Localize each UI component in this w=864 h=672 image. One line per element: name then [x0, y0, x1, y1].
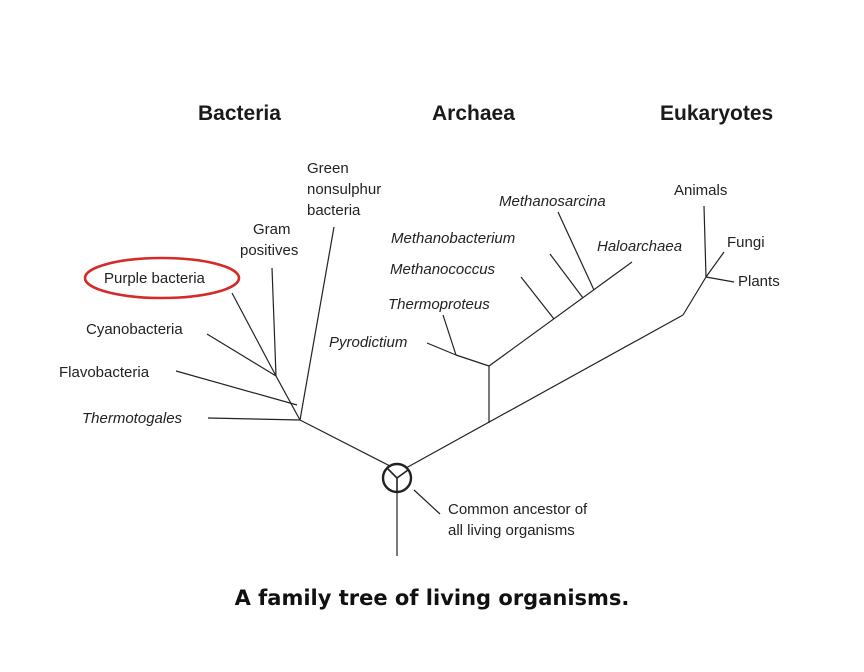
branch-purple-bacteria	[231, 292, 277, 377]
label-purple-bacteria: Purple bacteria	[104, 270, 206, 287]
ancestor-pointer-line	[413, 489, 441, 515]
label-thermotogales: Thermotogales	[82, 410, 183, 427]
branch-plants	[705, 276, 735, 283]
archaea-eukarya-branch	[405, 314, 684, 469]
label-methanobacterium: Methanobacterium	[391, 230, 515, 247]
label-green-line2: nonsulphur	[307, 181, 381, 198]
branch-thermoproteus	[442, 314, 457, 356]
label-haloarchaea: Haloarchaea	[597, 238, 682, 255]
branch-haloarchaea	[488, 261, 633, 367]
tree-branches	[175, 205, 735, 556]
label-ancestor-line2: all living organisms	[448, 522, 575, 539]
eukarya-stem	[682, 276, 707, 316]
label-gram-line1: Gram	[253, 221, 291, 238]
branch-thermotogales	[207, 417, 301, 421]
label-ancestor-line1: Common ancestor of	[448, 501, 588, 518]
label-fungi: Fungi	[727, 234, 765, 251]
label-flavobacteria: Flavobacteria	[59, 364, 150, 381]
label-animals: Animals	[674, 182, 727, 199]
label-thermoproteus: Thermoproteus	[388, 296, 490, 313]
archaea-lower-stub	[455, 354, 490, 367]
branch-pyrodictium	[426, 342, 457, 356]
branch-fungi	[705, 251, 725, 278]
branch-bacteria-inner	[275, 375, 301, 421]
domain-eukaryotes: Eukaryotes	[660, 102, 773, 125]
common-ancestor-node	[381, 462, 413, 494]
figure-caption: A family tree of living organisms.	[235, 586, 630, 610]
label-cyanobacteria: Cyanobacteria	[86, 321, 183, 338]
domain-bacteria: Bacteria	[198, 102, 281, 125]
bacteria-main-branch	[299, 419, 391, 467]
domain-archaea: Archaea	[432, 102, 515, 125]
branch-gram-positives	[271, 267, 277, 377]
label-green-line3: bacteria	[307, 202, 361, 219]
label-pyrodictium: Pyrodictium	[329, 334, 407, 351]
label-plants: Plants	[738, 273, 780, 290]
label-methanococcus: Methanococcus	[390, 261, 496, 278]
branch-cyanobacteria	[206, 333, 277, 377]
branch-methanosarcina	[557, 211, 595, 291]
branch-green-nonsulphur	[299, 226, 335, 421]
label-gram-line2: positives	[240, 242, 298, 259]
label-green-line1: Green	[307, 160, 349, 177]
label-methanosarcina: Methanosarcina	[499, 193, 606, 210]
branch-methanococcus	[520, 276, 555, 320]
highlight-ellipse	[83, 256, 241, 300]
branch-animals	[703, 205, 707, 278]
branch-flavobacteria	[175, 370, 298, 406]
branch-methanobacterium	[549, 253, 584, 299]
